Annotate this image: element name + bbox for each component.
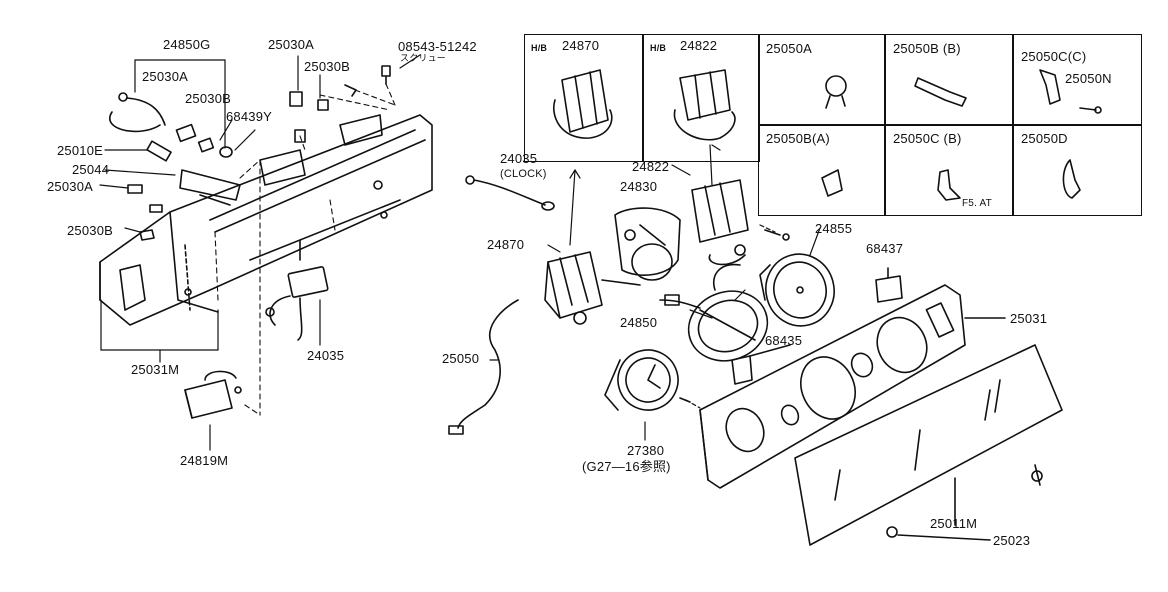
panel-25031 [699,284,1006,489]
callout-lines-center [489,144,821,441]
label-27380: 27380 [627,443,665,458]
label-25031: 25031 [1010,311,1048,326]
inset-cell-25050B-B: 25050B (B) [893,41,961,56]
inset-cell-25050D: 25050D [1021,131,1068,146]
label-clock-note: (CLOCK) [500,168,547,180]
rear-housing-drawing [99,114,433,326]
inset-cell-25050B-A: 25050B(A) [766,131,830,146]
label-24035-clock: 24035 [500,151,538,166]
label-25030B-top: 25030B [304,59,351,74]
label-68439Y: 68439Y [226,109,273,124]
label-24830: 24830 [620,179,658,194]
inset-label-24870: 24870 [562,38,600,53]
label-24035-bottom: 24035 [307,348,345,363]
label-25023: 25023 [993,533,1031,548]
label-25050: 25050 [442,351,480,366]
inset-cell-25050C-B: 25050C (B) [893,131,962,146]
label-25030A-l2: 25030A [47,179,94,194]
label-68435: 68435 [765,333,803,348]
label-24850: 24850 [620,315,658,330]
inset-note-F5AT: F5. AT [962,198,992,209]
label-68437: 68437 [866,241,904,256]
label-27380-note: (G27—16参照) [582,459,671,474]
plate-68437 [875,267,903,303]
label-08543: 08543-51242 [398,39,477,54]
inset-hb-tag-2: H/B [650,43,667,53]
relay-24819M [184,370,242,419]
inset-col-divider-1 [884,34,886,216]
gauge-24870 [448,251,641,435]
label-25011M: 25011M [930,516,978,531]
inset-col-divider-2 [1012,34,1014,216]
label-24822: 24822 [632,159,670,174]
label-24855: 24855 [815,221,853,236]
inset-row-divider [758,124,1142,126]
label-24850G: 24850G [163,37,211,52]
plate-68435 [731,344,791,385]
clock-27380 [604,349,691,411]
label-24870: 24870 [487,237,525,252]
clock-wire-24035 [465,175,555,211]
inset-cell-25050N: 25050N [1065,71,1112,86]
lens-25011M [794,344,1063,546]
inset-hb-tag-1: H/B [531,43,548,53]
gauge-24830 [614,207,681,281]
gauge-24822 [691,179,790,266]
label-24819M: 24819M [180,453,229,468]
label-25030B-l2: 25030B [67,223,114,238]
label-25030A-left: 25030A [142,69,189,84]
inset-cell-25050A: 25050A [766,41,813,56]
label-25010E: 25010E [57,143,104,158]
left-leader-lines [214,83,396,416]
callout-lines-left [99,54,421,451]
connector-24035-bottom [265,266,329,341]
inset-label-24822: 24822 [680,38,718,53]
label-25030A-top: 25030A [268,37,315,52]
left-small-parts [109,65,391,241]
label-25031M: 25031M [131,362,180,377]
label-25044: 25044 [72,162,110,177]
gauge-24850 [659,290,769,362]
inset-hb-divider [642,34,644,162]
speedometer-24855 [713,253,835,327]
inset-brackets [821,69,1102,201]
label-08543-note: スクリュー [400,53,447,63]
inset-cell-25050C-C: 25050C(C) [1021,49,1087,64]
label-25030B-left: 25030B [185,91,232,106]
inset-gauges [553,69,736,141]
